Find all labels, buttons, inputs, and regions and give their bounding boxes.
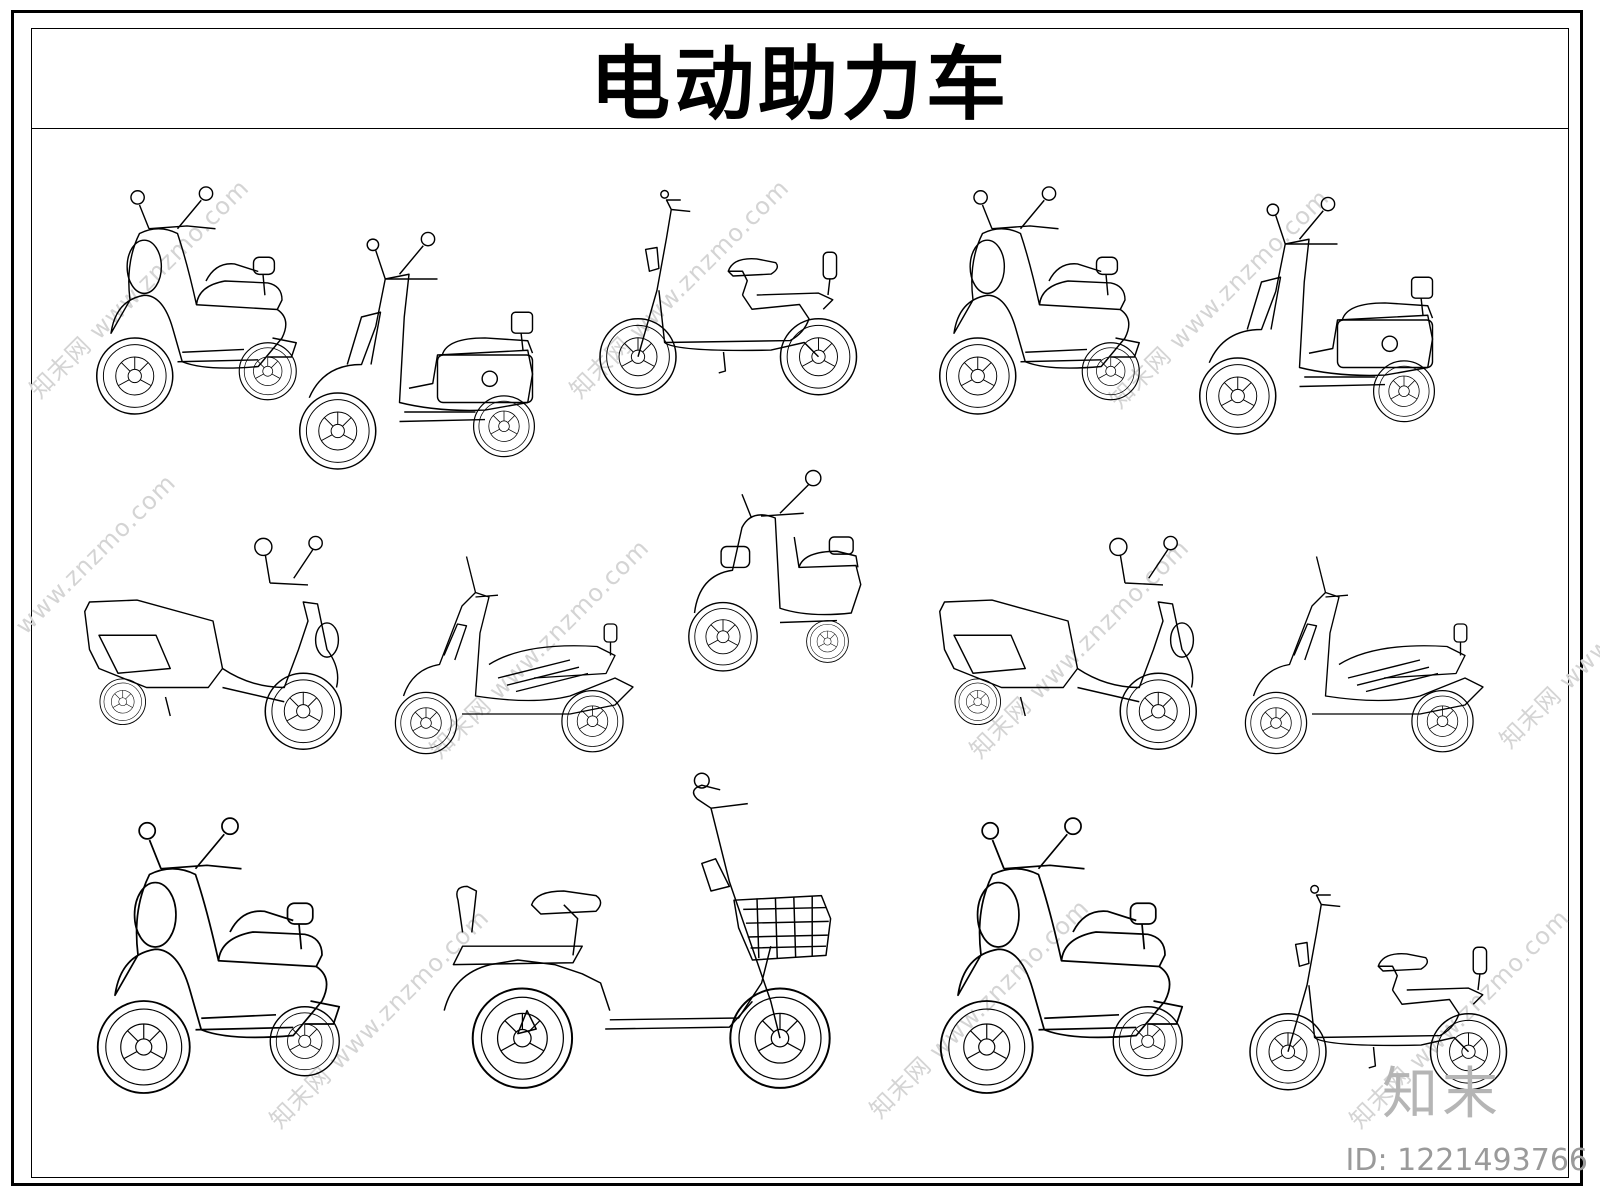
outer-frame: [11, 10, 1583, 1186]
vehicle: [98, 818, 340, 1093]
vehicle: [940, 536, 1197, 749]
inner-frame: [31, 28, 1569, 1178]
title-bar: 电动助力车: [31, 28, 1569, 131]
vehicle: [941, 818, 1183, 1093]
vehicle: [1200, 197, 1435, 434]
image-id-label: ID: 1221493766: [1345, 1143, 1588, 1178]
vehicle: [600, 191, 857, 395]
vehicle: [1245, 557, 1483, 754]
vehicle: [395, 557, 633, 754]
vehicle: [85, 536, 342, 749]
vehicle: [689, 471, 861, 671]
vehicle: [940, 187, 1140, 414]
watermark-logo: 知末: [1382, 1062, 1502, 1127]
vehicle: [300, 232, 535, 469]
vehicle: [444, 773, 830, 1088]
page-title: 电动助力车: [590, 37, 1010, 131]
vehicle: [97, 187, 297, 414]
